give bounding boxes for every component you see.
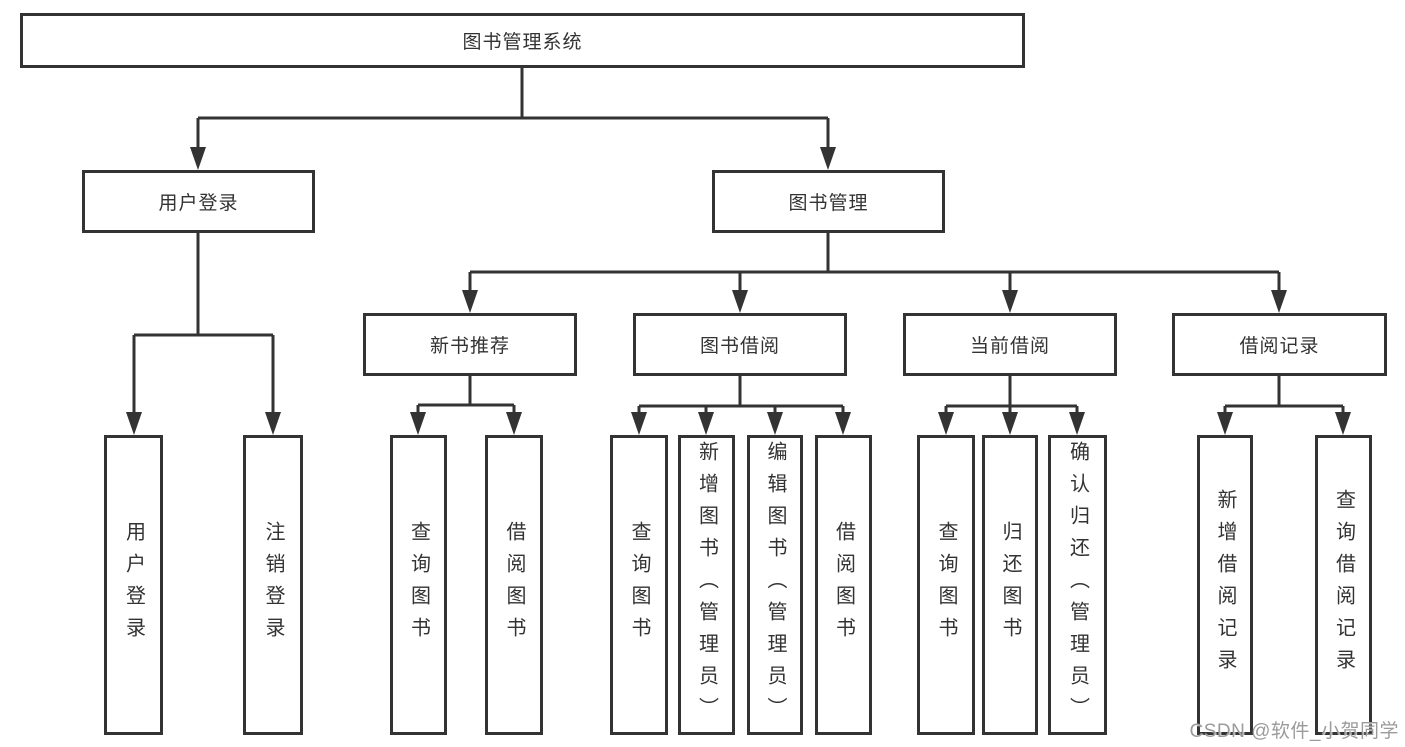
leaf-confirm-return-admin: 确认归还（管理员） [1048,435,1107,735]
node-user-login: 用户登录 [82,170,315,233]
node-library-system: 图书管理系统 [20,13,1025,68]
leaf-user-login: 用户登录 [104,435,163,735]
node-new-book-recommend: 新书推荐 [363,313,577,376]
leaf-current-query-books: 查询图书 [917,435,975,735]
leaf-recommend-query-books: 查询图书 [390,435,447,735]
csdn-watermark: CSDN @软件_小贺同学 [1189,721,1399,742]
leaf-return-books: 归还图书 [982,435,1038,735]
leaf-borrow-books: 借阅图书 [815,435,872,735]
node-book-borrow: 图书借阅 [633,313,847,376]
leaf-edit-books-admin: 编辑图书（管理员） [747,435,803,735]
leaf-recommend-borrow-books: 借阅图书 [485,435,543,735]
node-book-management: 图书管理 [712,170,945,233]
leaf-logout: 注销登录 [243,435,303,735]
leaf-borrow-query-books: 查询图书 [610,435,668,735]
leaf-add-borrow-record: 新增借阅记录 [1197,435,1253,735]
leaf-query-borrow-record: 查询借阅记录 [1315,435,1372,735]
node-current-borrow: 当前借阅 [903,313,1117,376]
node-borrow-records: 借阅记录 [1172,313,1387,376]
leaf-add-books-admin: 新增图书（管理员） [678,435,735,735]
